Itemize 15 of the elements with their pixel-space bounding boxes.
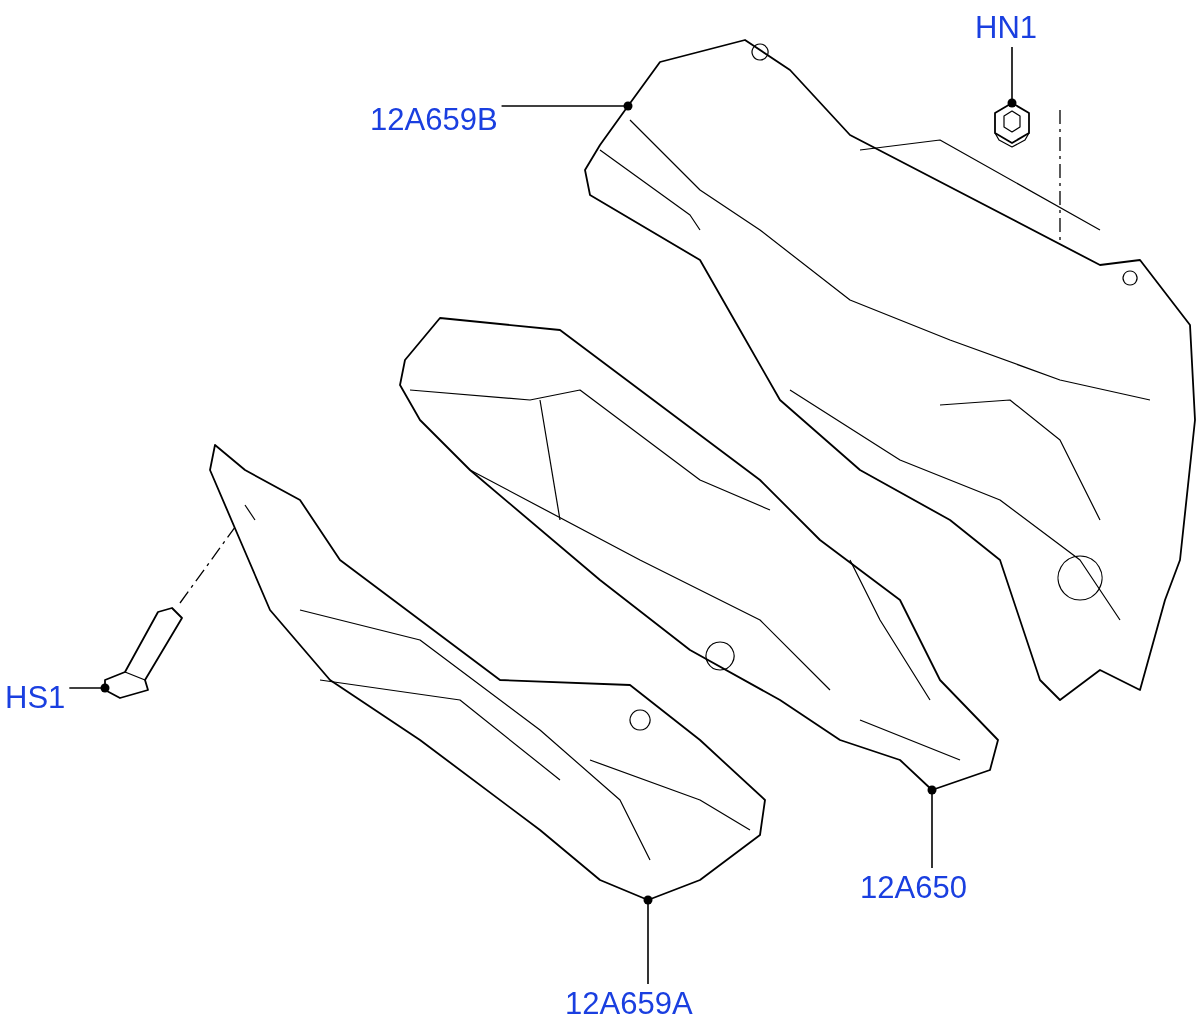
leader-line — [68, 683, 110, 693]
callout-number: HS1 — [5, 682, 66, 713]
callout-number: 12A659B — [370, 104, 498, 135]
leader-line — [643, 895, 653, 985]
leader-line — [927, 785, 937, 869]
module-drawing — [399, 317, 999, 791]
bracket-drawing — [584, 39, 1196, 701]
callout-number: 12A650 — [860, 872, 967, 903]
leader-line — [1007, 46, 1017, 108]
callout-number: 12A659A — [565, 988, 693, 1019]
callout-number: HN1 — [975, 12, 1037, 43]
leader-line — [500, 101, 633, 111]
nut-drawing — [994, 102, 1030, 148]
bolt-drawing — [104, 607, 183, 699]
bracket-drawing — [209, 444, 766, 901]
